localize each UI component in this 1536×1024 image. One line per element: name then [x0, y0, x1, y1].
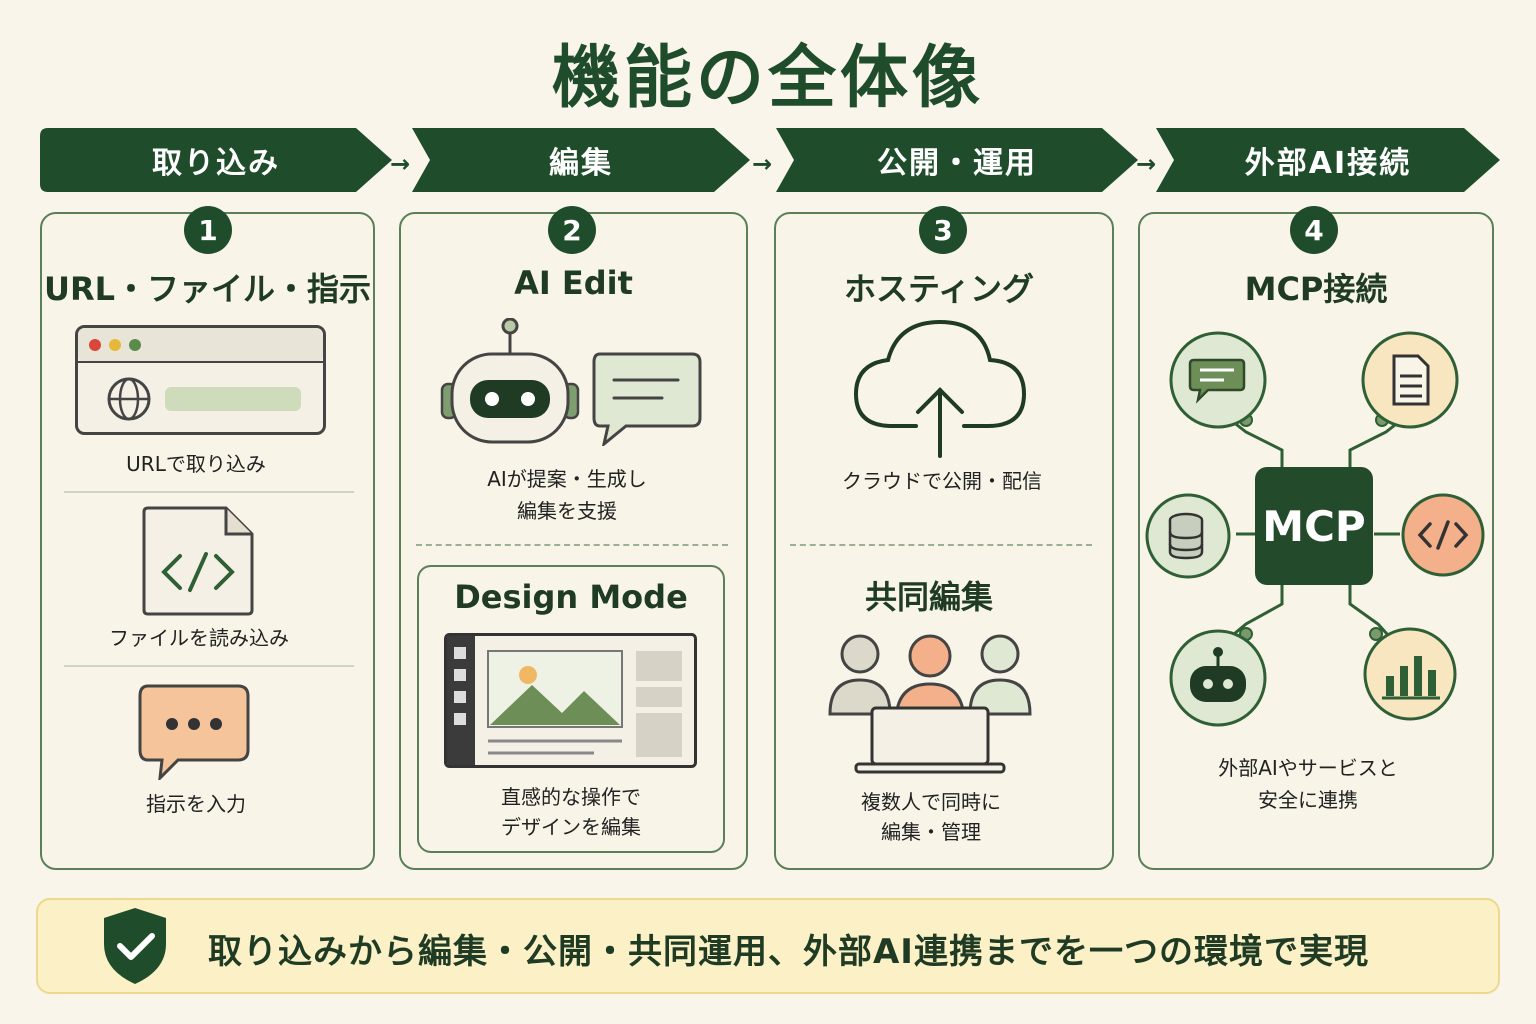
step-number-badge: 2 [548, 206, 596, 254]
connector-arrow: → [752, 150, 773, 178]
code-file-icon [142, 506, 254, 616]
summary-banner [36, 898, 1500, 994]
divider [64, 491, 354, 493]
robot-icon [440, 318, 580, 444]
design-mode-desc: デザインを編集 [501, 815, 641, 839]
people-laptop-icon [828, 634, 1032, 774]
mcp-hub: MCP [1255, 467, 1373, 585]
hosting-desc: クラウドで公開・配信 [842, 469, 1042, 493]
card-heading: AI Edit [514, 264, 633, 302]
page-title: 機能の全体像 [551, 39, 984, 118]
bar-chart-icon [1363, 627, 1457, 721]
step-number-badge: 4 [1290, 206, 1338, 254]
step-arrow-shape [1156, 128, 1500, 192]
card-heading: MCP接続 [1244, 270, 1388, 308]
step-label: 取り込み [152, 146, 280, 181]
card-heading: ホスティング [843, 270, 1035, 308]
mcp-desc: 外部AIやサービスと [1218, 756, 1398, 780]
step-label: 外部AI接続 [1244, 146, 1412, 181]
robot-icon [1169, 629, 1267, 727]
connector-arrow: → [1136, 150, 1157, 178]
step-number-badge: 1 [184, 206, 232, 254]
connector-arrow: → [390, 150, 411, 178]
collab-desc: 複数人で同時に [861, 790, 1001, 814]
step-banner-publish: 公開・運用 [776, 128, 1138, 192]
step-banner-edit: 編集 [412, 128, 750, 192]
database-icon [1145, 493, 1231, 579]
step-arrow-shape [412, 128, 750, 192]
message-icon [592, 352, 702, 446]
step-banner-external-ai: 外部AI接続 [1156, 128, 1500, 192]
browser-icon [75, 325, 326, 435]
divider [64, 665, 354, 667]
collab-heading: 共同編集 [864, 578, 993, 616]
mcp-desc: 安全に連携 [1258, 788, 1358, 812]
summary-text: 取り込みから編集・公開・共同運用、外部AI連携までを一つの環境で実現 [208, 932, 1369, 972]
document-icon [1361, 331, 1459, 429]
dashed-divider [790, 544, 1092, 546]
ai-edit-desc: 編集を支援 [517, 499, 617, 523]
step-arrow-shape [40, 128, 392, 192]
dashed-divider [416, 544, 728, 546]
card-heading: URL・ファイル・指示 [43, 270, 372, 308]
collab-desc: 編集・管理 [881, 820, 981, 844]
code-icon [1401, 493, 1485, 577]
step-label: 編集 [549, 146, 613, 181]
import-file-label: ファイルを読み込み [109, 626, 289, 650]
design-mode-desc: 直感的な操作で [501, 785, 641, 809]
step-banner-import: 取り込み [40, 128, 392, 192]
step-arrow-shape [776, 128, 1138, 192]
step-number-badge: 3 [919, 206, 967, 254]
step-label: 公開・運用 [877, 146, 1037, 181]
design-mode-heading: Design Mode [454, 578, 688, 616]
ai-edit-desc: AIが提案・生成し [487, 467, 647, 491]
instruction-label: 指示を入力 [146, 792, 246, 816]
import-url-label: URLで取り込み [126, 452, 266, 476]
chat-icon [1169, 331, 1267, 429]
cloud-upload-icon [853, 319, 1027, 458]
shield-check-icon [104, 908, 166, 984]
design-editor-icon [444, 633, 697, 768]
chat-dots-icon [138, 684, 250, 780]
